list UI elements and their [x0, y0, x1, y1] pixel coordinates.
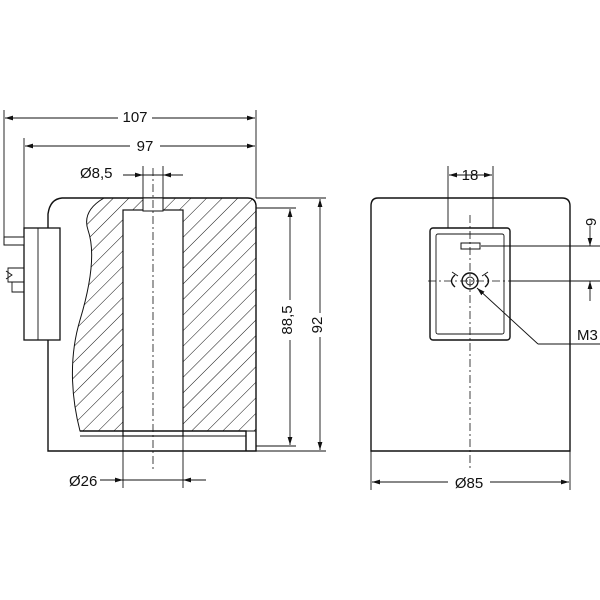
connector-pin — [3, 236, 25, 246]
side-view — [3, 168, 257, 470]
dim-connector-offset: 9 — [583, 218, 600, 226]
dim-bore-bottom: Ø26 — [69, 473, 97, 490]
side-view-dimensions: 107 97 Ø8,5 88,5 92 Ø26 — [3, 106, 326, 490]
coil-front-outline — [370, 197, 571, 452]
dim-height-inner: 88,5 — [279, 305, 296, 334]
socket-contact-left — [450, 274, 456, 288]
dim-thread: M3 — [577, 327, 598, 344]
dim-bore-top: Ø8,5 — [80, 165, 113, 182]
dim-body-width: 97 — [137, 138, 154, 155]
front-view-dimensions: 18 9 M3 Ø85 — [370, 166, 600, 492]
socket-slot — [460, 242, 481, 250]
connector-plug — [23, 227, 61, 341]
connector-pin — [5, 267, 25, 283]
dim-connector-width: 18 — [462, 167, 479, 184]
dim-overall-width: 107 — [122, 109, 147, 126]
coil-bottom-ledge — [80, 430, 247, 451]
dim-height-total: 92 — [309, 317, 326, 334]
front-view — [370, 197, 585, 470]
dim-end-diameter: Ø85 — [455, 475, 483, 492]
